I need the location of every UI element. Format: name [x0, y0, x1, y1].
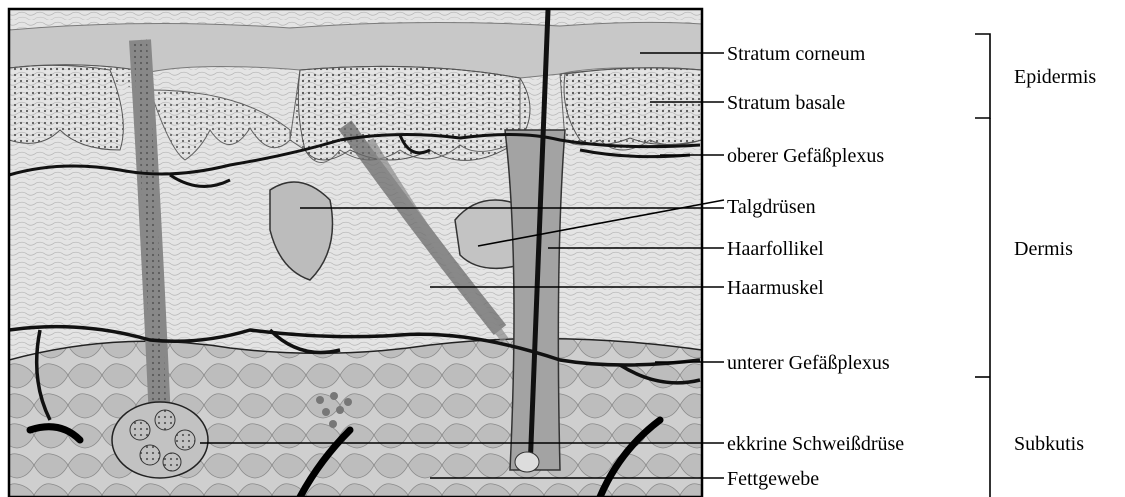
bracket-epidermis: [975, 34, 990, 118]
label-haarfollikel: Haarfollikel: [727, 238, 824, 260]
epidermis-cell-layer-mid: [298, 66, 530, 160]
label-haarmuskel: Haarmuskel: [727, 277, 824, 299]
label-fettgewebe: Fettgewebe: [727, 468, 819, 490]
region-brackets: [975, 34, 990, 497]
label-dermis: Dermis: [1014, 238, 1073, 260]
region-labels: Epidermis Dermis Subkutis: [1014, 66, 1096, 455]
label-subkutis: Subkutis: [1014, 433, 1084, 455]
label-epidermis: Epidermis: [1014, 66, 1096, 88]
label-oberer-gefaessplexus: oberer Gefäßplexus: [727, 145, 884, 167]
layer-labels: Stratum corneum Stratum basale oberer Ge…: [727, 43, 904, 490]
eccrine-sweat-gland-coil: [112, 402, 208, 478]
label-stratum-basale: Stratum basale: [727, 92, 845, 114]
skin-illustration: [9, 9, 702, 497]
label-stratum-corneum: Stratum corneum: [727, 43, 866, 65]
subcutis-fat-tissue: [9, 339, 702, 497]
hair-bulb: [515, 452, 539, 472]
label-unterer-gefaessplexus: unterer Gefäßplexus: [727, 352, 890, 374]
label-ekkrine-schweissdruese: ekkrine Schweißdrüse: [727, 433, 904, 455]
epidermis-cell-layer-right: [564, 68, 702, 145]
label-talgdruesen: Talgdrüsen: [727, 196, 816, 218]
